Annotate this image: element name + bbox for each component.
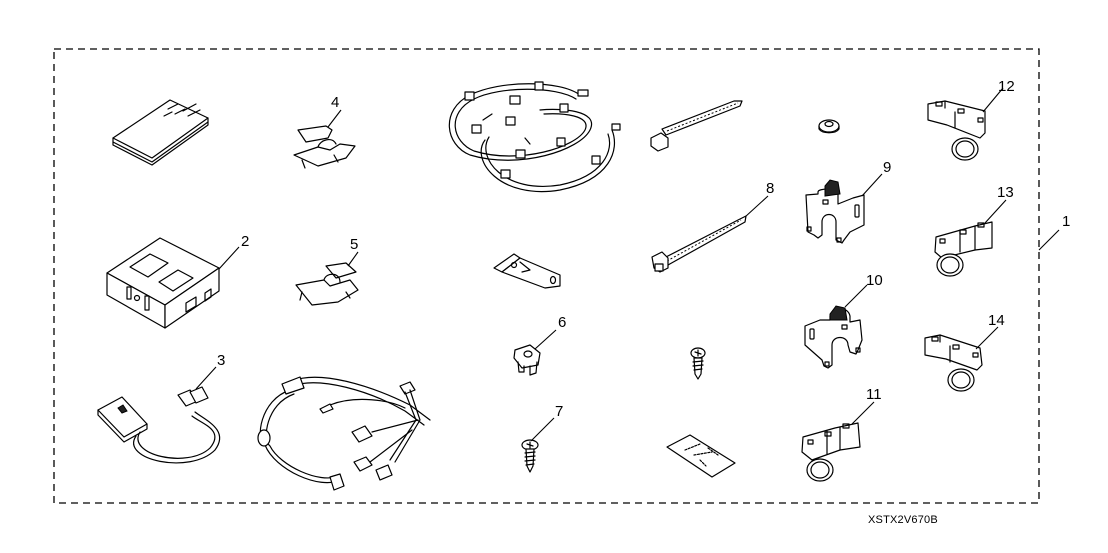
clip-a-icon bbox=[293, 125, 356, 169]
callout-10: 10 bbox=[866, 272, 883, 289]
screw-icon bbox=[690, 347, 706, 380]
sensor-b-icon bbox=[927, 100, 986, 161]
control-unit-icon bbox=[106, 237, 220, 329]
callout-6: 6 bbox=[558, 314, 566, 331]
kit-border bbox=[53, 48, 1040, 504]
wire-harness-sensor-icon bbox=[448, 81, 621, 193]
callout-13: 13 bbox=[997, 184, 1014, 201]
clip-b-icon bbox=[295, 262, 359, 306]
callout-14: 14 bbox=[988, 312, 1005, 329]
cable-tie-icon bbox=[651, 215, 747, 273]
sensor-bracket-b-icon bbox=[804, 305, 863, 369]
l-bracket-icon bbox=[493, 253, 561, 289]
tapping-screw-icon bbox=[521, 439, 539, 473]
callout-1: 1 bbox=[1062, 213, 1070, 230]
buzzer-icon bbox=[97, 386, 221, 464]
washer-icon bbox=[818, 119, 840, 134]
callout-8: 8 bbox=[766, 180, 774, 197]
cable-tie-short-icon bbox=[650, 100, 743, 152]
template-sheet-icon bbox=[666, 434, 736, 478]
callout-9: 9 bbox=[883, 159, 891, 176]
instruction-booklet-icon bbox=[112, 99, 209, 166]
callout-2: 2 bbox=[241, 233, 249, 250]
sensor-d-icon bbox=[924, 334, 983, 392]
sensor-c-icon bbox=[934, 221, 993, 277]
callout-7: 7 bbox=[555, 403, 563, 420]
clip-nut-icon bbox=[513, 344, 541, 376]
callout-11: 11 bbox=[866, 386, 882, 403]
callout-5: 5 bbox=[350, 236, 358, 253]
sensor-bracket-a-icon bbox=[805, 179, 865, 244]
callout-12: 12 bbox=[998, 78, 1015, 95]
wire-harness-main-icon bbox=[257, 376, 431, 491]
sensor-a-icon bbox=[801, 422, 861, 482]
callout-3: 3 bbox=[217, 352, 225, 369]
callout-4: 4 bbox=[331, 94, 339, 111]
figure-code: XSTX2V670B bbox=[868, 514, 938, 526]
